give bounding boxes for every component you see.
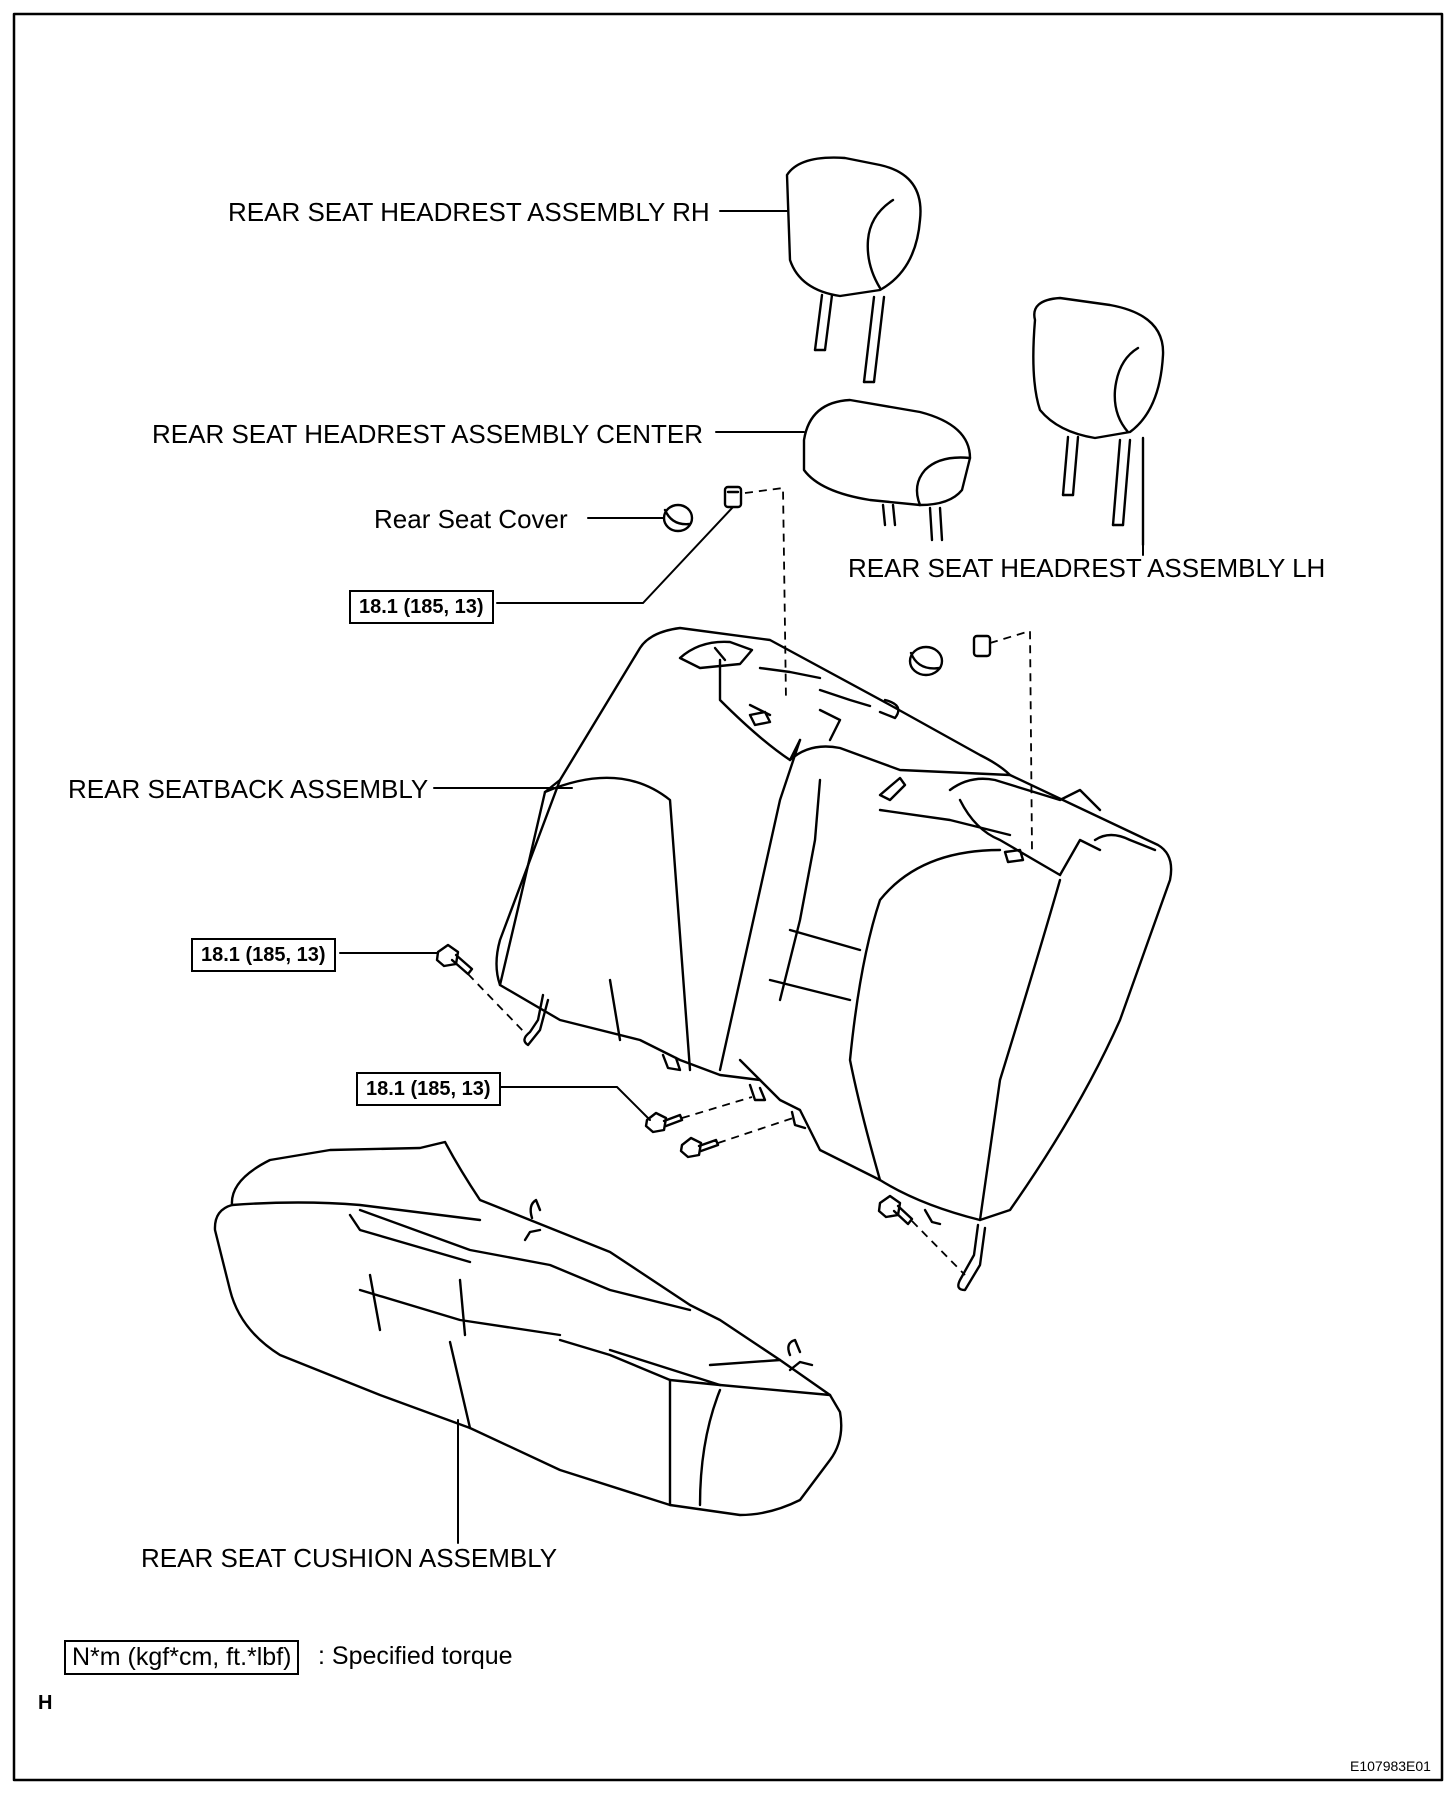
- label-seatback: REAR SEATBACK ASSEMBLY: [68, 774, 429, 804]
- hook-mid2: [748, 1083, 767, 1102]
- hook-right: [957, 1223, 987, 1292]
- seatback-part: [495, 626, 1173, 1222]
- legend-description: : Specified torque: [318, 1642, 513, 1670]
- torque-spec-middle: 18.1 (185, 13): [356, 1072, 501, 1106]
- torque-spec-top: 18.1 (185, 13): [349, 590, 494, 624]
- hook-left: [523, 993, 550, 1047]
- bolt-left: [435, 943, 474, 976]
- hook-mid3: [790, 1110, 807, 1130]
- figure-id: E107983E01: [1350, 1758, 1431, 1774]
- hook-mid: [661, 1053, 682, 1072]
- seat-cushion-part: [213, 1140, 843, 1517]
- bolt-right: [877, 1194, 914, 1226]
- rear-seat-cover-part-2: [908, 645, 944, 677]
- label-headrest-lh: REAR SEAT HEADREST ASSEMBLY LH: [848, 553, 1326, 583]
- label-seat-cover: Rear Seat Cover: [374, 504, 568, 534]
- nut-top-right: [972, 634, 992, 658]
- diagram-border: [12, 12, 1444, 1782]
- rear-seat-cover-part: [662, 503, 694, 533]
- label-cushion: REAR SEAT CUSHION ASSEMBLY: [141, 1543, 558, 1573]
- headrest-center-part: [802, 398, 972, 542]
- hook-lower: [923, 1208, 942, 1226]
- legend-unit-box: N*m (kgf*cm, ft.*lbf): [64, 1640, 300, 1675]
- headrest-rh-part: [785, 156, 922, 384]
- headrest-lh-part: [1032, 296, 1165, 547]
- bolt-middle-1: [644, 1111, 684, 1134]
- torque-spec-left: 18.1 (185, 13): [191, 938, 336, 972]
- corner-mark: H: [38, 1692, 53, 1714]
- label-headrest-center: REAR SEAT HEADREST ASSEMBLY CENTER: [152, 419, 703, 449]
- label-headrest-rh: REAR SEAT HEADREST ASSEMBLY RH: [228, 197, 710, 227]
- nut-top-left: [723, 485, 743, 509]
- bolt-middle-2: [679, 1136, 720, 1159]
